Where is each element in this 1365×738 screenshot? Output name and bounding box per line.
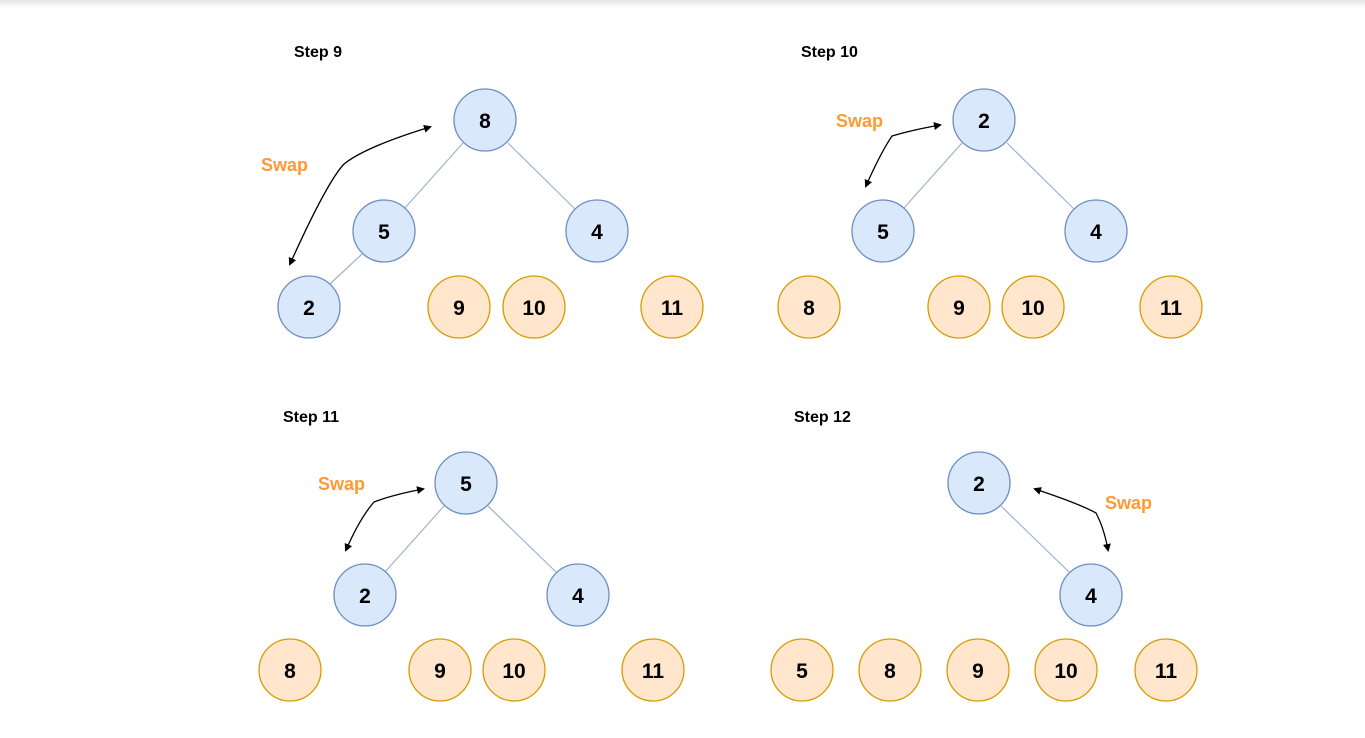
node-label: 2 (973, 473, 985, 496)
node-label: 8 (803, 297, 815, 320)
node-label: 2 (978, 110, 990, 133)
tree-edge (487, 505, 557, 573)
node-label: 11 (661, 297, 684, 320)
heap-node: 2 (952, 88, 1016, 152)
sorted-node: 9 (408, 638, 472, 702)
tree-edge (329, 253, 363, 285)
tree-edge (507, 142, 576, 210)
node-label: 8 (284, 660, 296, 683)
node-label: 10 (1054, 660, 1077, 683)
node-label: 8 (479, 110, 491, 133)
heap-node: 4 (565, 199, 629, 263)
node-label: 9 (453, 297, 465, 320)
sorted-node: 8 (258, 638, 322, 702)
heap-node: 2 (947, 451, 1011, 515)
step-title: Step 11 (283, 409, 339, 426)
sorted-node: 11 (1139, 275, 1203, 339)
tree-edge (902, 142, 963, 210)
heap-node: 8 (453, 88, 517, 152)
step-12-panel: Step 12 Swap 2 4 5 8 9 10 (770, 409, 1198, 702)
sorted-node: 10 (1034, 638, 1098, 702)
sorted-node: 9 (927, 275, 991, 339)
heap-node: 4 (546, 563, 610, 627)
node-label: 5 (877, 221, 889, 244)
sorted-node: 10 (482, 638, 546, 702)
heap-node: 5 (352, 199, 416, 263)
tree-edge (403, 142, 464, 210)
swap-label: Swap (1105, 493, 1152, 513)
sorted-node: 8 (777, 275, 841, 339)
node-label: 4 (1090, 221, 1102, 244)
swap-label: Swap (836, 111, 883, 131)
heap-node: 2 (333, 563, 397, 627)
sorted-node: 11 (640, 275, 704, 339)
swap-label: Swap (261, 155, 308, 175)
tree-edge (384, 505, 445, 573)
node-label: 5 (378, 221, 390, 244)
step-11-panel: Step 11 Swap 5 2 4 8 9 10 (258, 409, 685, 702)
sorted-node: 10 (502, 275, 566, 339)
node-label: 8 (884, 660, 896, 683)
node-label: 9 (972, 660, 984, 683)
sorted-node: 5 (770, 638, 834, 702)
step-10-panel: Step 10 Swap 2 5 4 8 9 10 (777, 44, 1203, 339)
node-label: 2 (359, 585, 371, 608)
node-label: 2 (303, 297, 315, 320)
step-title: Step 12 (794, 409, 851, 426)
node-label: 10 (502, 660, 525, 683)
swap-arrow (288, 124, 432, 266)
swap-label: Swap (318, 474, 365, 494)
sorted-node: 8 (858, 638, 922, 702)
node-label: 10 (1021, 297, 1044, 320)
node-label: 4 (1085, 585, 1097, 608)
node-label: 11 (1160, 297, 1183, 320)
tree-edge (1006, 142, 1075, 210)
heap-node: 2 (277, 275, 341, 339)
heap-node: 4 (1059, 563, 1123, 627)
heap-node: 4 (1064, 199, 1128, 263)
swap-arrow (344, 486, 425, 552)
sorted-node: 9 (946, 638, 1010, 702)
node-label: 11 (642, 660, 665, 683)
sorted-node: 11 (1134, 638, 1198, 702)
sorted-node: 9 (427, 275, 491, 339)
heap-node: 5 (434, 451, 498, 515)
node-label: 9 (434, 660, 446, 683)
sorted-node: 11 (621, 638, 685, 702)
step-title: Step 9 (294, 44, 342, 61)
node-label: 4 (591, 221, 603, 244)
top-shadow-bar (0, 0, 1365, 8)
tree-edge (1000, 505, 1070, 573)
swap-arrow (864, 122, 942, 188)
node-label: 5 (796, 660, 808, 683)
sorted-node: 10 (1001, 275, 1065, 339)
node-label: 11 (1155, 660, 1178, 683)
heap-node: 5 (851, 199, 915, 263)
step-9-panel: Step 9 Swap 8 5 4 2 9 10 (261, 44, 704, 339)
node-label: 9 (953, 297, 965, 320)
step-title: Step 10 (801, 44, 858, 61)
swap-arrow (1033, 487, 1111, 552)
node-label: 5 (460, 473, 472, 496)
node-label: 10 (522, 297, 545, 320)
node-label: 4 (572, 585, 584, 608)
